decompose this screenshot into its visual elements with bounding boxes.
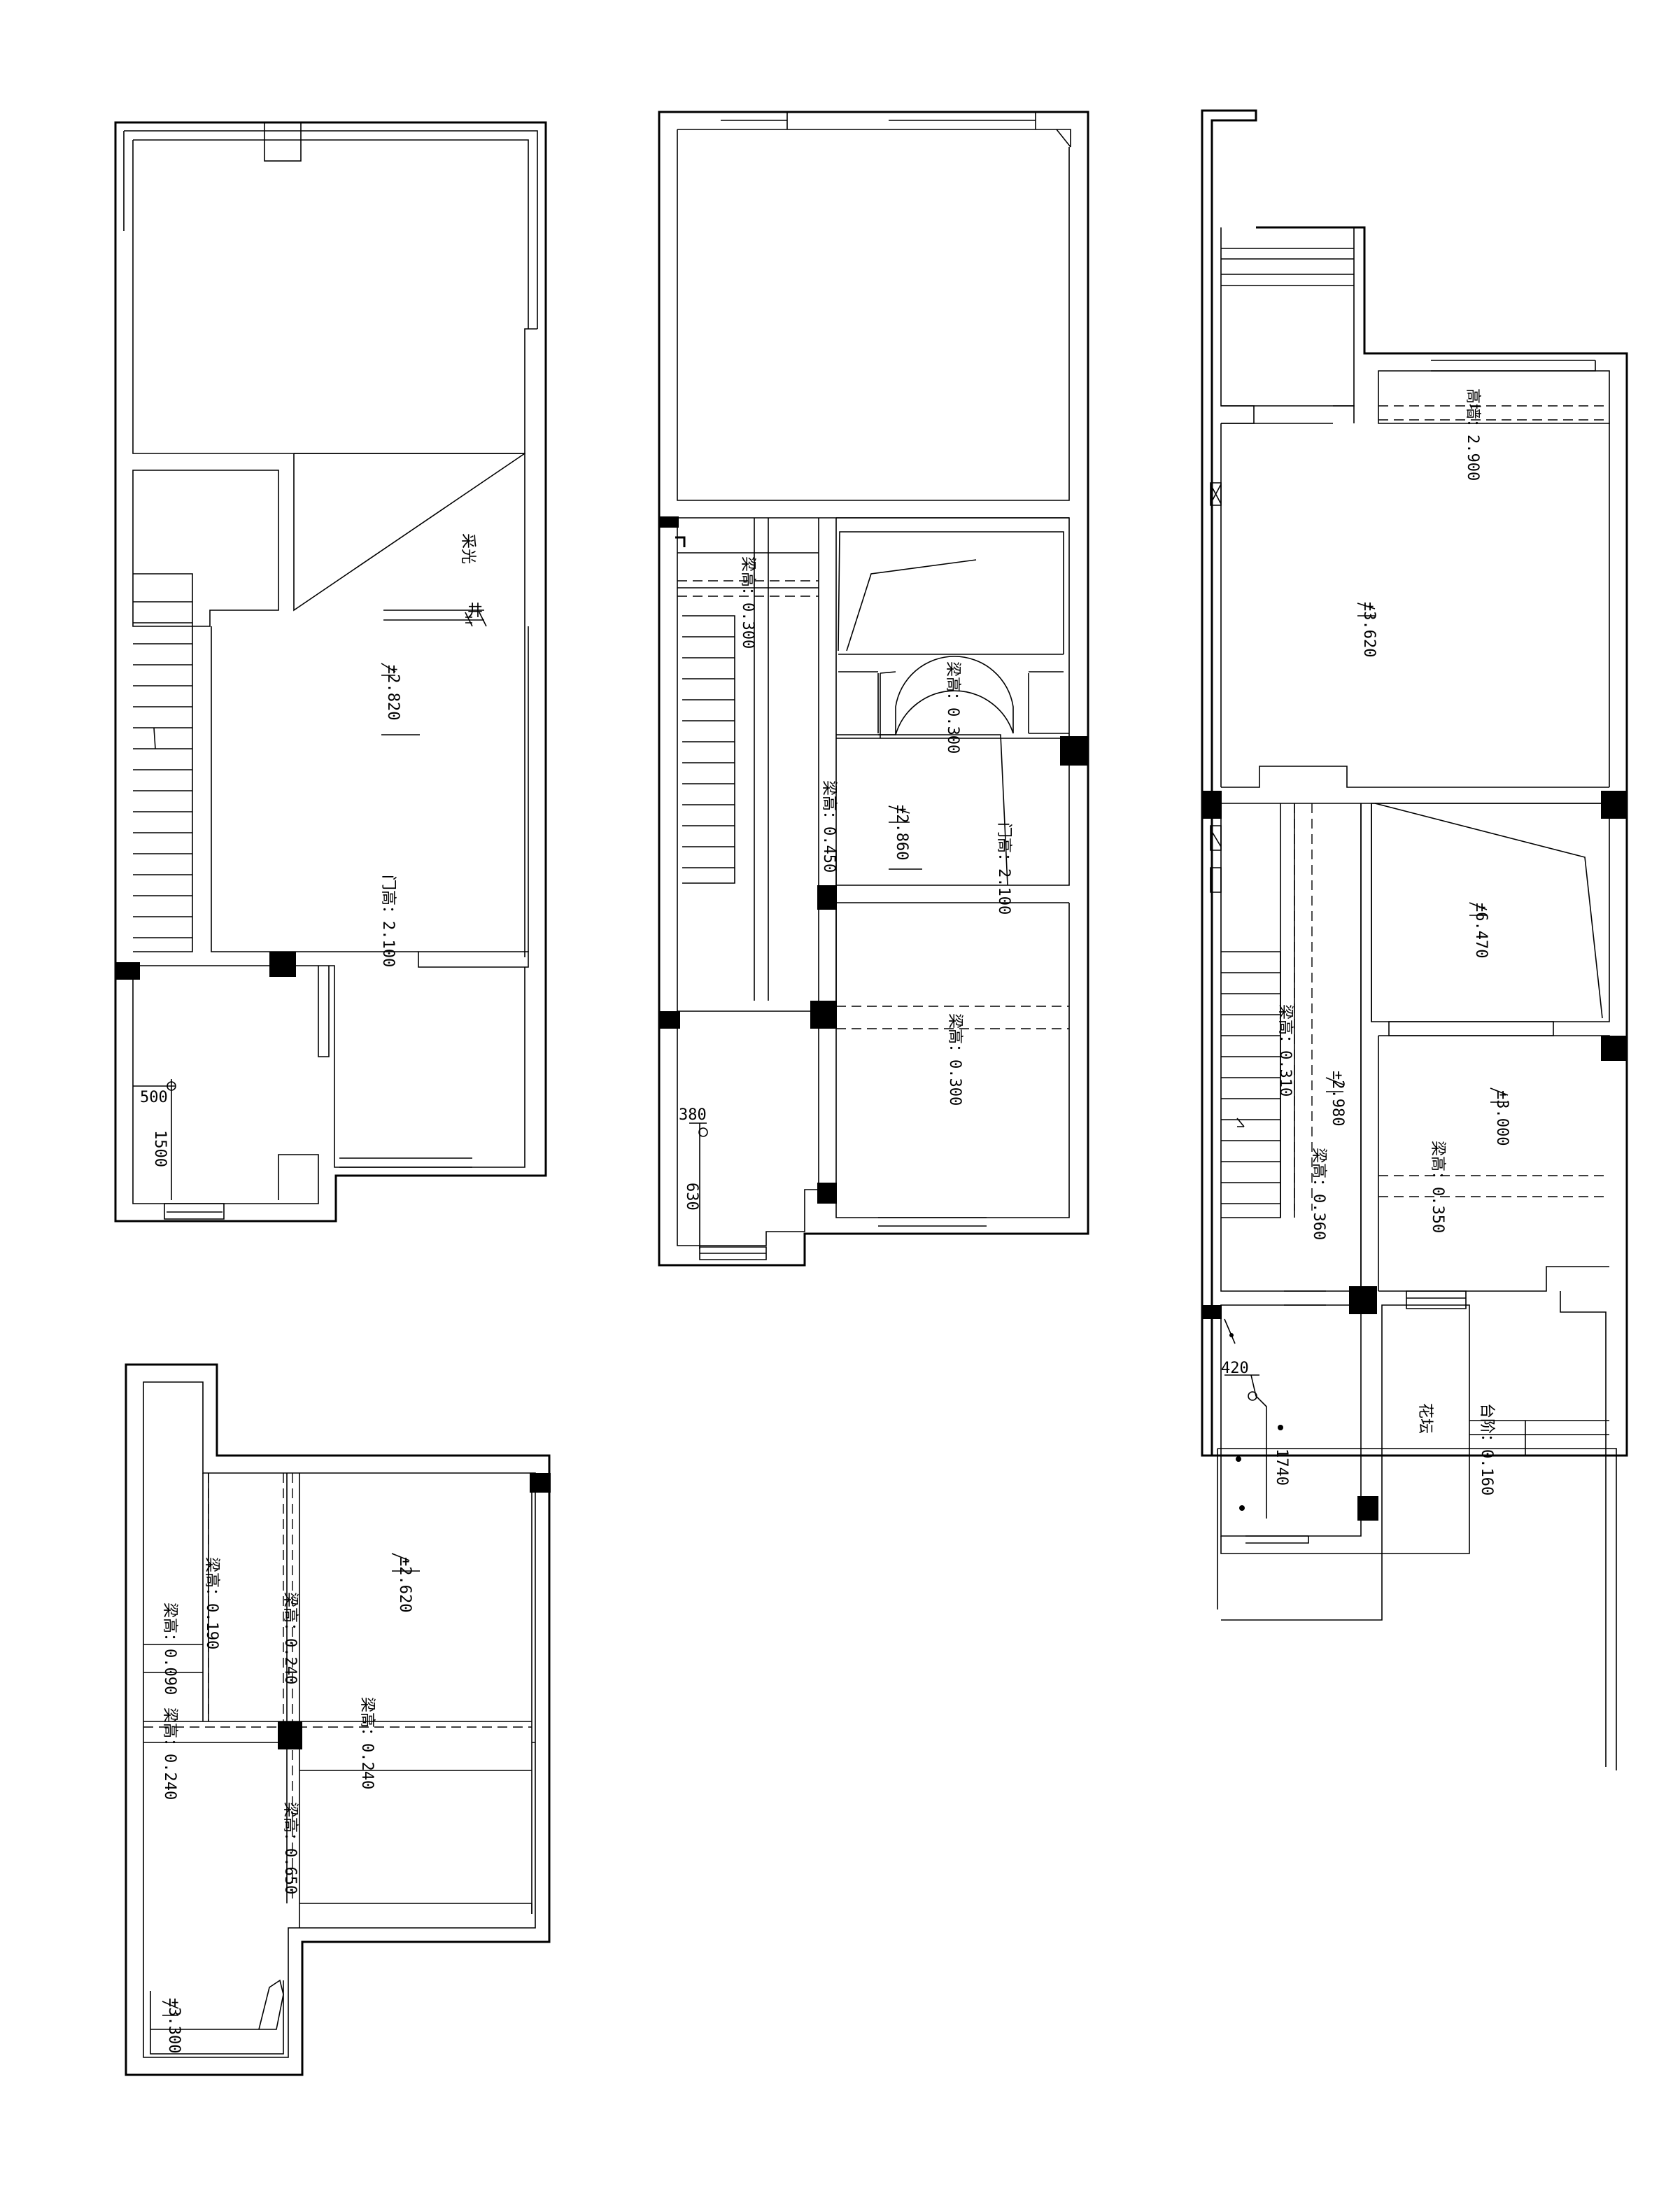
dimension-label: 380 <box>679 1106 707 1124</box>
flower-bed-label: 花坛 <box>1416 1403 1434 1434</box>
beam-height-label: 梁高：0.650 <box>281 1802 299 1894</box>
beam-height-label: 梁高：0.190 <box>203 1557 220 1649</box>
beam-height-label: 梁高：0.090 <box>161 1602 178 1695</box>
plan-3: 高墙：2.900 ±3.620 ±6.470 梁高：0.310 ±2.980 梁… <box>1201 109 1628 1770</box>
dimension-label: 1500 <box>151 1130 169 1167</box>
beam-height-label: 梁高：0.240 <box>281 1592 299 1684</box>
door-height-label: 门高：2.100 <box>379 875 397 967</box>
lighting-label: 采光 <box>459 533 477 564</box>
beam-height-label: 梁高：0.300 <box>946 1013 963 1106</box>
parapet-height-label: 高墙：2.900 <box>1464 388 1481 481</box>
elevation-label: ±2.860 <box>893 805 910 860</box>
elevation-label: ±3.620 <box>1360 602 1378 657</box>
beam-height-label: 梁高：0.360 <box>1310 1148 1327 1240</box>
beam-height-label: 梁高：0.310 <box>1276 1004 1294 1097</box>
beam-height-label: 梁高：0.240 <box>358 1697 376 1789</box>
beam-height-label: 梁高：0.300 <box>739 556 756 649</box>
beam-height-label: 梁高：0.350 <box>1429 1141 1446 1233</box>
step-height-label: 台阶：0.160 <box>1478 1403 1495 1495</box>
beam-height-label: 梁高：0.240 <box>161 1707 178 1800</box>
elevation-label: ±3.000 <box>1493 1090 1511 1146</box>
beam-height-label: 梁高：0.450 <box>820 780 838 873</box>
dimension-label: 500 <box>140 1089 168 1106</box>
plan-4: 梁高：0.190 梁高：0.240 ±2.620 梁高：0.090 梁高：0.2… <box>125 1363 551 2076</box>
well-label: 井 <box>467 603 483 620</box>
beam-height-label: 梁高：0.300 <box>944 661 961 754</box>
dimension-label: 420 <box>1221 1360 1249 1377</box>
dimension-label: 1740 <box>1273 1449 1290 1486</box>
elevation-label: ±6.470 <box>1472 903 1490 958</box>
door-height-label: 门高：2.100 <box>995 822 1012 915</box>
elevation-label: ±2.620 <box>396 1557 414 1612</box>
elevation-label: ±2.980 <box>1329 1071 1346 1126</box>
elevation-label: ±3.300 <box>165 1998 183 2053</box>
dimension-label: 630 <box>683 1183 700 1211</box>
elevation-label: ±2.820 <box>384 665 402 720</box>
plan-1: 采光 井 ±2.820 门高：2.100 500 1500 <box>114 121 547 1223</box>
plan-2: 梁高：0.300 梁高：0.300 梁高：0.450 ±2.860 门高：2.1… <box>658 111 1089 1267</box>
